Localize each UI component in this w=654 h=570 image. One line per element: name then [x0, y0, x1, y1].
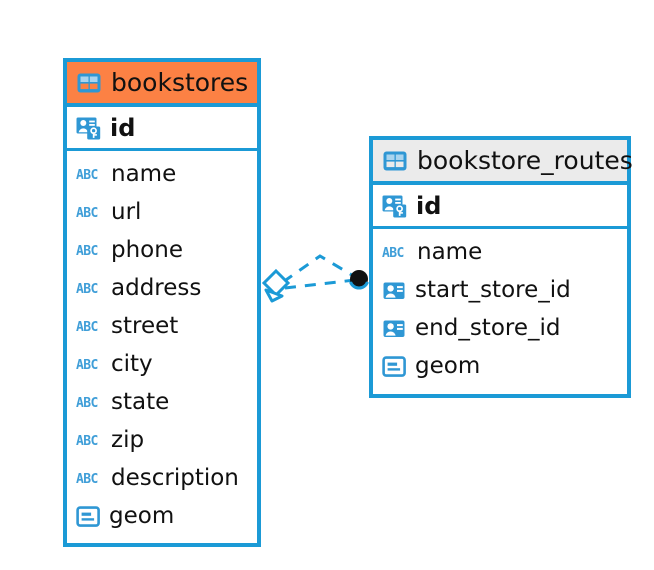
- entity-bookstores[interactable]: bookstores id: [63, 58, 261, 547]
- geometry-icon: [76, 504, 101, 529]
- field-row-phone[interactable]: ABC phone: [67, 231, 257, 269]
- field-label: id: [416, 191, 442, 220]
- field-row-address[interactable]: ABC address: [67, 269, 257, 307]
- entity-header-bookstore-routes[interactable]: bookstore_routes: [373, 140, 633, 185]
- svg-text:ABC: ABC: [76, 206, 98, 221]
- field-row-id[interactable]: id: [373, 185, 627, 229]
- field-row-id[interactable]: id: [67, 107, 257, 151]
- field-label: id: [110, 113, 136, 142]
- field-label: url: [111, 198, 142, 225]
- entity-title: bookstore_routes: [417, 146, 633, 175]
- abc-text-icon: ABC: [76, 203, 103, 221]
- table-icon: [76, 70, 102, 96]
- abc-text-icon: ABC: [76, 317, 103, 335]
- field-label: city: [111, 350, 153, 377]
- field-label: state: [111, 388, 170, 415]
- abc-text-icon: ABC: [76, 355, 103, 373]
- abc-text-icon: ABC: [76, 393, 103, 411]
- field-row-city[interactable]: ABC city: [67, 345, 257, 383]
- field-label: end_store_id: [415, 314, 561, 341]
- geometry-icon: [382, 354, 407, 379]
- field-row-geom[interactable]: geom: [373, 347, 627, 385]
- svg-text:ABC: ABC: [76, 320, 98, 335]
- svg-text:ABC: ABC: [76, 282, 98, 297]
- foreign-key-icon: [382, 316, 407, 341]
- primary-key-icon: [382, 193, 408, 219]
- svg-text:ABC: ABC: [76, 244, 98, 259]
- abc-text-icon: ABC: [76, 431, 103, 449]
- table-icon: [382, 148, 408, 174]
- field-list-bookstores: ABC name ABC url ABC p: [67, 151, 257, 540]
- field-list-bookstore-routes: ABC name start_store_id: [373, 229, 627, 390]
- field-row-end-store-id[interactable]: end_store_id: [373, 309, 627, 347]
- field-row-name[interactable]: ABC name: [67, 155, 257, 193]
- entity-title: bookstores: [111, 68, 249, 97]
- field-label: geom: [415, 352, 481, 379]
- foreign-key-icon: [382, 278, 407, 303]
- svg-text:ABC: ABC: [76, 434, 98, 449]
- filled-circle-marker: [349, 270, 369, 290]
- abc-text-icon: ABC: [76, 241, 103, 259]
- field-row-geom[interactable]: geom: [67, 497, 257, 535]
- field-label: geom: [109, 502, 175, 529]
- field-row-state[interactable]: ABC state: [67, 383, 257, 421]
- svg-text:ABC: ABC: [76, 168, 98, 183]
- field-label: phone: [111, 236, 183, 263]
- field-label: zip: [111, 426, 145, 453]
- svg-text:ABC: ABC: [76, 472, 98, 487]
- field-row-street[interactable]: ABC street: [67, 307, 257, 345]
- field-row-zip[interactable]: ABC zip: [67, 421, 257, 459]
- field-row-url[interactable]: ABC url: [67, 193, 257, 231]
- field-label: description: [111, 464, 239, 491]
- entity-header-bookstores[interactable]: bookstores: [67, 62, 257, 107]
- field-label: name: [417, 238, 483, 265]
- diamond-marker: [261, 268, 291, 303]
- svg-text:ABC: ABC: [382, 246, 404, 261]
- abc-text-icon: ABC: [382, 243, 409, 261]
- field-row-description[interactable]: ABC description: [67, 459, 257, 497]
- entity-bookstore-routes[interactable]: bookstore_routes id: [369, 136, 633, 398]
- field-label: start_store_id: [415, 276, 571, 303]
- abc-text-icon: ABC: [76, 165, 103, 183]
- svg-text:ABC: ABC: [76, 358, 98, 373]
- field-label: address: [111, 274, 202, 301]
- abc-text-icon: ABC: [76, 279, 103, 297]
- svg-text:ABC: ABC: [76, 396, 98, 411]
- field-row-name[interactable]: ABC name: [373, 233, 627, 271]
- relationship-line-lower: [284, 278, 356, 290]
- relationship-line-upper: [282, 254, 358, 284]
- abc-text-icon: ABC: [76, 469, 103, 487]
- field-label: street: [111, 312, 179, 339]
- field-label: name: [111, 160, 177, 187]
- field-row-start-store-id[interactable]: start_store_id: [373, 271, 627, 309]
- primary-key-icon: [76, 115, 102, 141]
